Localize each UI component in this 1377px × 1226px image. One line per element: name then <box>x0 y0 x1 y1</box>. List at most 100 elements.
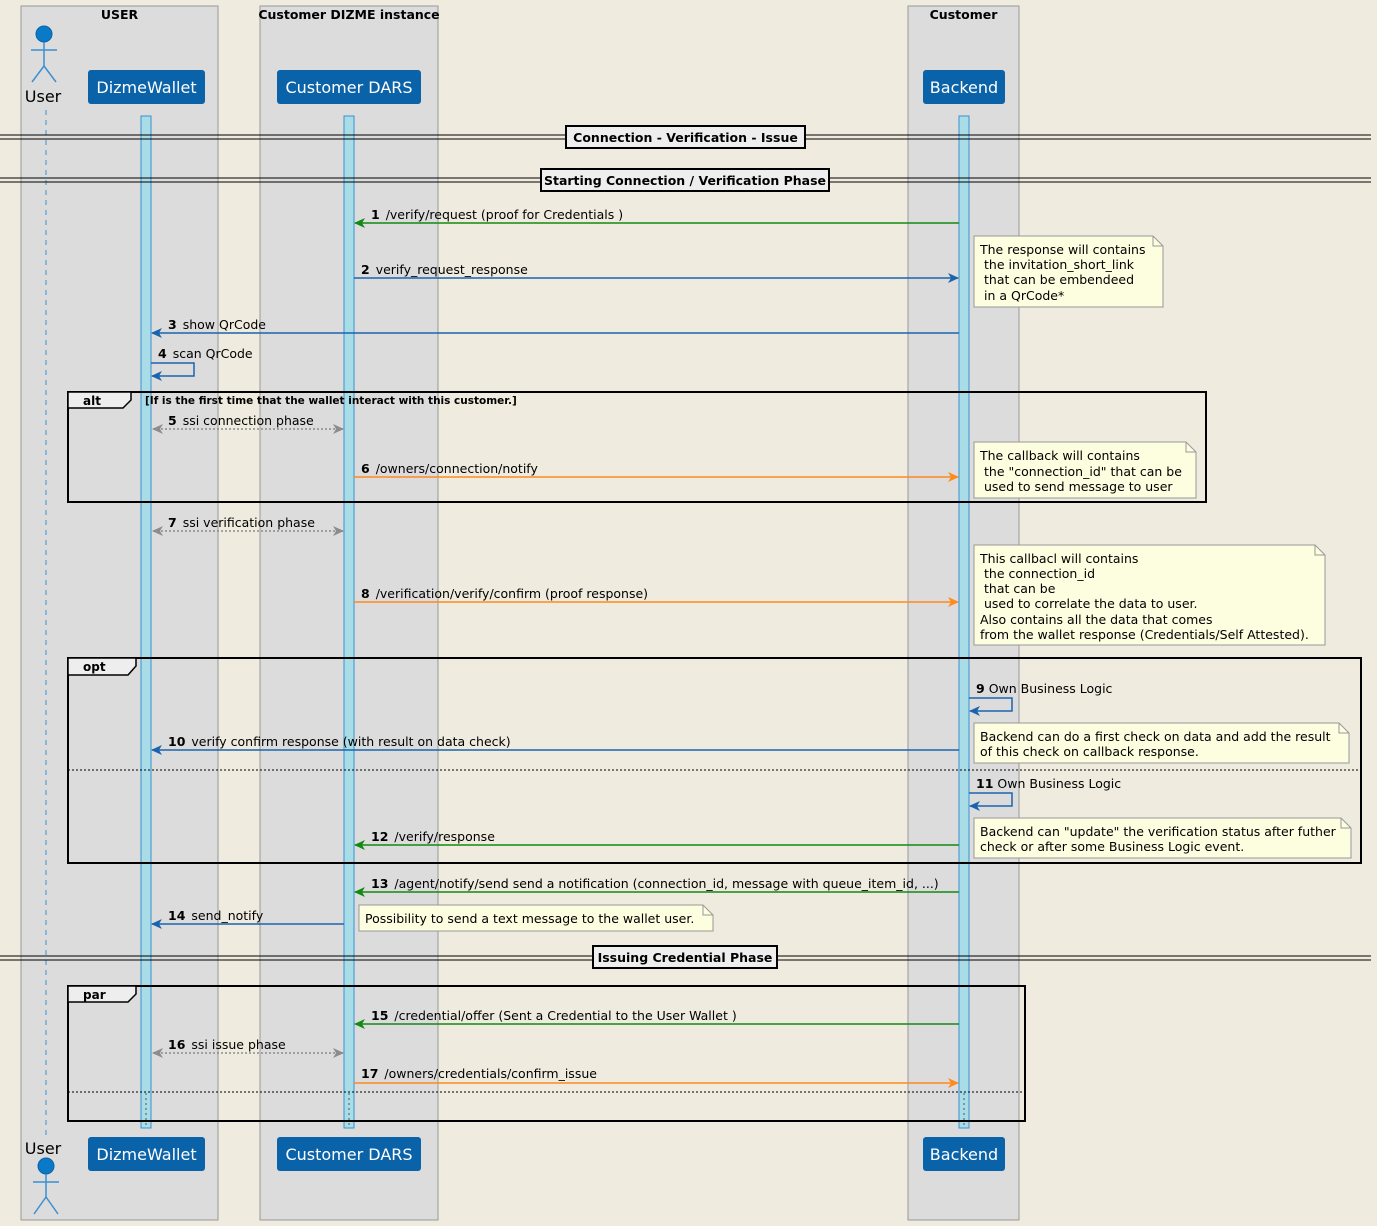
note-1-line-4: in a QrCode* <box>984 288 1064 303</box>
note-6-line-1: Possibility to send a text message to th… <box>365 911 694 926</box>
message-17-number: 17 <box>361 1066 378 1081</box>
message-2-number: 2 <box>361 262 370 277</box>
note-update-status: Backend can "update" the verification st… <box>973 817 1352 859</box>
message-13-number: 13 <box>371 876 388 891</box>
note-2-line-1: The callback will contains <box>979 448 1140 463</box>
message-15-number: 15 <box>371 1008 388 1023</box>
participant-backend-top: Backend <box>923 70 1005 104</box>
svg-text:17/owners/credentials/confirm_: 17/owners/credentials/confirm_issue <box>361 1066 597 1081</box>
message-17-label: /owners/credentials/confirm_issue <box>384 1066 597 1081</box>
message-16: 16 ssi issue phase <box>152 1037 344 1058</box>
participant-wallet-top: DizmeWallet <box>88 70 205 104</box>
message-10: 10 verify confirm response (with result o… <box>151 734 959 755</box>
message-13-label: /agent/notify/send send a notification (… <box>394 876 938 891</box>
message-8-label: /verification/verify/confirm (proof resp… <box>376 586 648 601</box>
message-3-number: 3 <box>168 317 177 332</box>
note-5-line-1: Backend can "update" the verification st… <box>980 824 1337 839</box>
message-1-number: 1 <box>371 207 380 222</box>
divider-2-label: Starting Connection / Verification Phase <box>544 173 826 188</box>
message-3: 3 show QrCode <box>151 317 959 338</box>
note-4-line-2: of this check on callback response. <box>980 744 1199 759</box>
message-4-label: scan QrCode <box>173 346 253 361</box>
message-17: 17/owners/credentials/confirm_issue <box>354 1066 959 1088</box>
backend-activation <box>958 115 970 1129</box>
message-6: 6/owners/connection/notify <box>354 461 959 482</box>
note-4-line-1: Backend can do a first check on data and… <box>980 729 1331 744</box>
message-15: 15/credential/offer (Sent a Credential t… <box>354 1008 959 1029</box>
message-8-number: 8 <box>361 586 370 601</box>
participant-wallet-bottom-label: DizmeWallet <box>96 1145 196 1164</box>
message-12-number: 12 <box>371 829 388 844</box>
note-2-line-3: used to send message to user <box>984 479 1173 494</box>
message-3-label: show QrCode <box>183 317 267 332</box>
box-user: USER <box>20 5 219 1221</box>
frame-opt-label: opt <box>83 660 106 674</box>
message-7-label: ssi verification phase <box>183 515 316 530</box>
message-16-label: ssi issue phase <box>191 1037 286 1052</box>
note-3-line-4: used to correlate the data to user. <box>984 596 1197 611</box>
message-14: 14 send_notify <box>151 908 344 929</box>
note-connection-callback: The callback will contains the "connecti… <box>973 441 1197 499</box>
note-3-line-2: the connection_id <box>984 566 1095 581</box>
message-16-number: 16 <box>168 1037 186 1052</box>
message-11-label: Own Business Logic <box>997 776 1121 791</box>
participant-backend-top-label: Backend <box>930 78 998 97</box>
note-1-line-1: The response will contains <box>979 242 1146 257</box>
message-8: 8/verification/verify/confirm (proof res… <box>354 586 959 607</box>
divider-starting-connection: Starting Connection / Verification Phase <box>0 168 1371 192</box>
note-5-line-2: check or after some Business Logic event… <box>980 839 1244 854</box>
note-3-line-1: This callbacl will contains <box>979 551 1138 566</box>
frame-opt: opt <box>67 657 1362 864</box>
message-6-number: 6 <box>361 461 370 476</box>
message-5: 5 ssi connection phase <box>152 413 344 434</box>
user-actor-top-label: User <box>25 87 62 106</box>
note-3-line-6: from the wallet response (Credentials/Se… <box>980 627 1309 642</box>
message-11-number: 11 <box>976 776 993 791</box>
svg-text:13/agent/notify/send send a no: 13/agent/notify/send send a notification… <box>371 876 939 891</box>
message-14-label: send_notify <box>191 908 263 923</box>
divider-connection-verification-issue: Connection - Verification - Issue <box>0 125 1371 149</box>
note-3-line-3: that can be <box>984 581 1056 596</box>
note-verification-callback: This callbacl will contains the connecti… <box>973 544 1326 646</box>
message-6-label: /owners/connection/notify <box>376 461 539 476</box>
message-11: 11 Own Business Logic <box>969 776 1121 811</box>
svg-text:6/owners/connection/notify: 6/owners/connection/notify <box>361 461 538 476</box>
participant-dars-bottom: Customer DARS <box>277 1137 421 1171</box>
box-dars-title: Customer DIZME instance <box>258 7 439 22</box>
message-10-number: 10 <box>168 734 186 749</box>
note-first-check: Backend can do a first check on data and… <box>973 722 1350 764</box>
message-5-number: 5 <box>168 413 177 428</box>
message-1: 1/verify/request (proof for Credentials … <box>354 207 959 228</box>
frame-alt: alt [If is the first time that the walle… <box>67 391 1207 503</box>
message-9-label: Own Business Logic <box>989 681 1113 696</box>
user-actor-icon <box>31 25 57 83</box>
message-10-label: verify confirm response (with result on … <box>191 734 510 749</box>
note-1-line-2: the invitation_short_link <box>984 257 1135 272</box>
note-2-line-2: the "connection_id" that can be <box>984 464 1182 479</box>
message-5-label: ssi connection phase <box>183 413 314 428</box>
frame-par: par <box>67 985 1026 1122</box>
participant-backend-bottom-label: Backend <box>930 1145 998 1164</box>
participant-dars-top-label: Customer DARS <box>285 78 412 97</box>
participant-wallet-top-label: DizmeWallet <box>96 78 196 97</box>
svg-text:12/verify/response: 12/verify/response <box>371 829 495 844</box>
message-14-number: 14 <box>168 908 186 923</box>
divider-3-label: Issuing Credential Phase <box>598 950 773 965</box>
frame-alt-label: alt <box>83 394 101 408</box>
note-1-line-3: that can be embendeed <box>984 272 1134 287</box>
message-12-label: /verify/response <box>394 829 495 844</box>
participant-dars-bottom-label: Customer DARS <box>285 1145 412 1164</box>
note-text-message: Possibility to send a text message to th… <box>358 904 714 932</box>
svg-text:1/verify/request (proof for Cr: 1/verify/request (proof for Credentials … <box>371 207 623 222</box>
